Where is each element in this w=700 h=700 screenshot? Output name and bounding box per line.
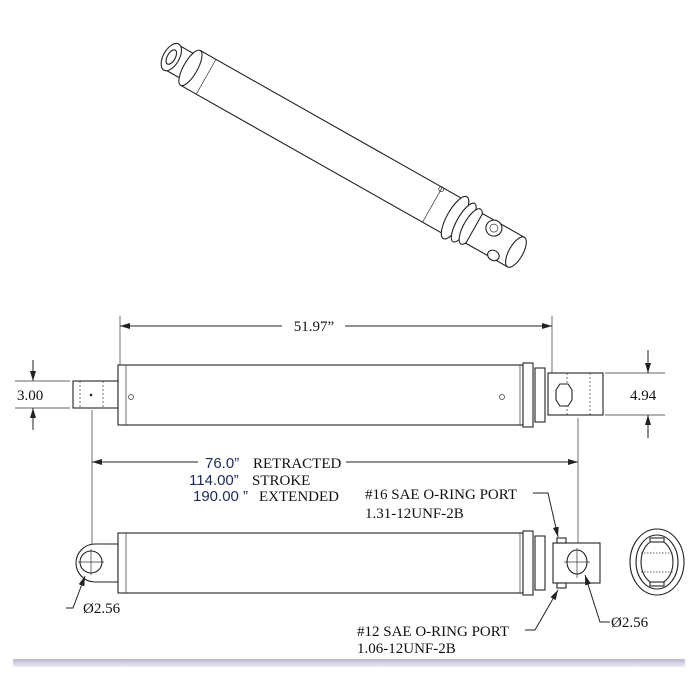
- side-view-bottom: [66, 492, 685, 631]
- port-12-thread: 1.06-12UNF-2B: [357, 641, 456, 657]
- port-12-name: #12 SAE O-RING PORT: [357, 624, 509, 640]
- body-length-label: 51.97”: [294, 319, 334, 335]
- footer-divider: [13, 659, 685, 667]
- stroke-value: 114.00”: [189, 472, 239, 489]
- extended-label: EXTENDED: [259, 489, 339, 505]
- retracted-label: RETRACTED: [253, 456, 341, 472]
- pin-hole-left-label: Ø2.56: [83, 601, 121, 617]
- port-hex-icon: [555, 383, 573, 407]
- isometric-cylinder-view: [160, 42, 527, 268]
- end-view: [629, 528, 685, 596]
- port-16-thread: 1.31-12UNF-2B: [365, 506, 464, 522]
- pin-hole-right-label: Ø2.56: [611, 615, 649, 631]
- stroke-label: STROKE: [252, 473, 310, 489]
- rod-end-width-label: 3.00: [17, 388, 43, 404]
- barrel-diameter-label: 4.94: [630, 388, 657, 404]
- side-view-top: [15, 316, 665, 548]
- port-16-name: #16 SAE O-RING PORT: [365, 487, 517, 503]
- extended-value: 190.00 ”: [193, 488, 248, 505]
- retracted-value: 76.0”: [205, 455, 239, 472]
